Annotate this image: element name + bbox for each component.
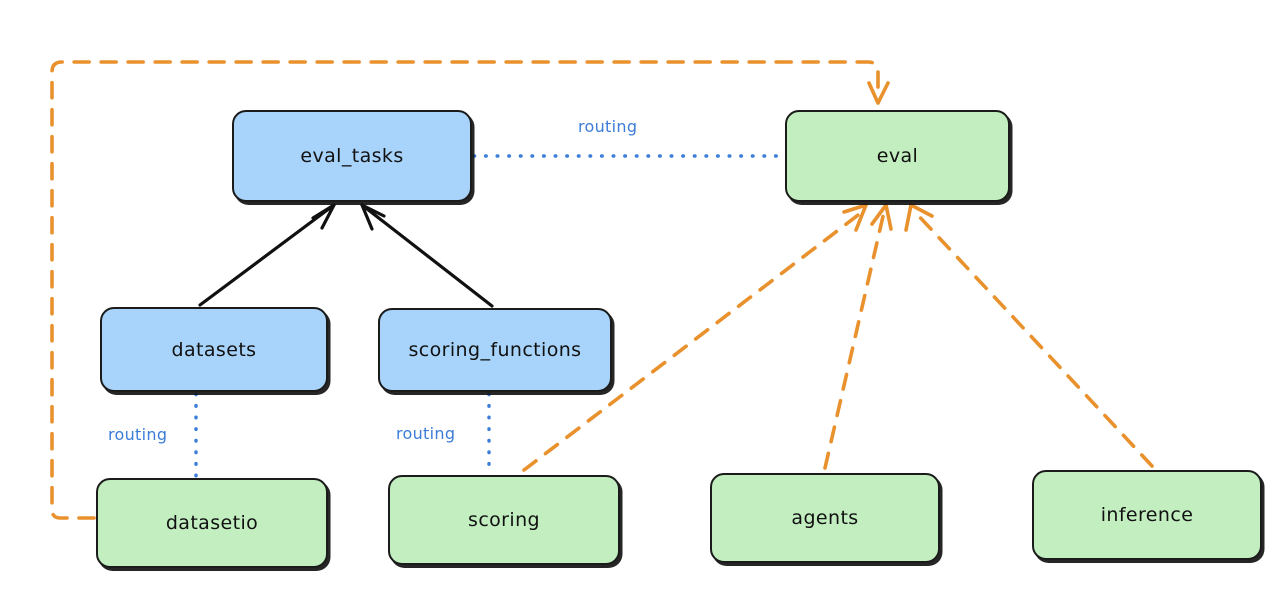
node-label-eval: eval <box>876 145 919 167</box>
edge-label-routing-eval-tasks-eval: routing <box>578 117 638 136</box>
edge-label-routing-scoring-functions-scoring: routing <box>396 424 456 443</box>
node-datasetio[interactable]: datasetio <box>96 478 328 568</box>
node-label-inference: inference <box>1100 504 1194 526</box>
node-label-datasets: datasets <box>171 338 257 361</box>
edge-label-routing-datasets-datasetio: routing <box>108 425 168 444</box>
edge-scoring_functions-to-eval_tasks <box>360 203 494 308</box>
node-eval[interactable]: eval <box>785 110 1010 202</box>
node-label-agents: agents <box>791 507 859 529</box>
edge-datasetio-to-eval <box>50 60 890 520</box>
node-agents[interactable]: agents <box>710 473 940 563</box>
edge-agents-to-eval <box>823 203 893 470</box>
node-label-scoring-functions: scoring_functions <box>408 339 582 361</box>
edge-inference-to-eval <box>904 203 1154 468</box>
node-label-scoring: scoring <box>468 509 540 531</box>
node-datasets[interactable]: datasets <box>100 307 328 392</box>
edge-datasets-to-eval_tasks <box>198 203 336 307</box>
node-scoring-functions[interactable]: scoring_functions <box>378 308 612 392</box>
node-label-eval-tasks: eval_tasks <box>300 145 404 167</box>
node-inference[interactable]: inference <box>1032 470 1262 560</box>
node-scoring[interactable]: scoring <box>388 475 620 565</box>
edge-scoring-to-eval <box>522 203 868 472</box>
node-label-datasetio: datasetio <box>165 512 259 534</box>
node-eval-tasks[interactable]: eval_tasks <box>232 110 472 202</box>
